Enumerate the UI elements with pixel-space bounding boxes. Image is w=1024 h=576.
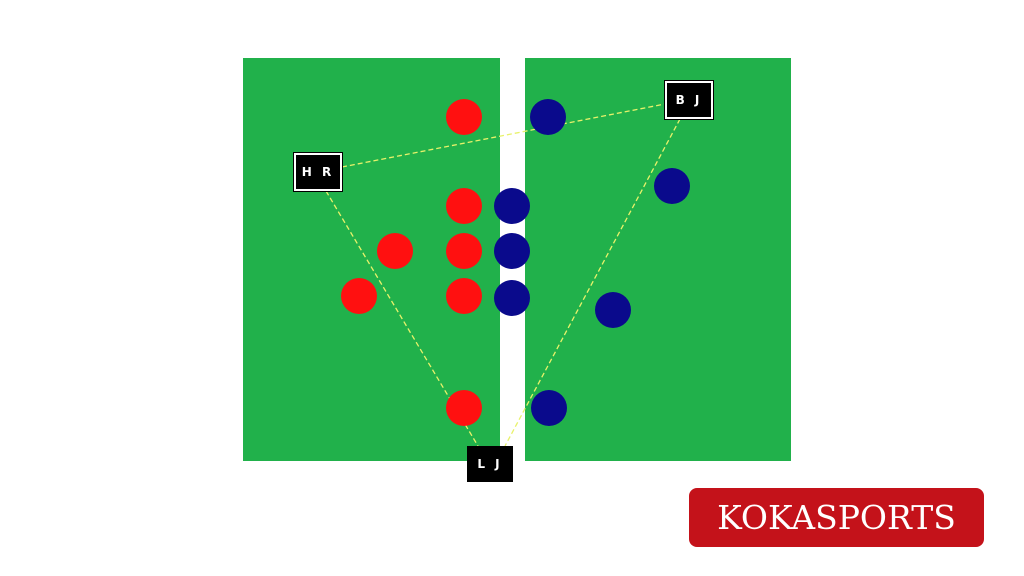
official-bj-label: B J [675,93,703,107]
blue-player [595,292,631,328]
blue-player [494,280,530,316]
official-lj-marker: L J [467,446,513,482]
official-hr-marker: H R [293,152,343,192]
kokasports-logo: KOKASPORTS [689,488,984,547]
sight-line-hr-bj [341,103,666,168]
sight-line-hr-lj [325,190,479,447]
red-player [446,99,482,135]
blue-player [530,99,566,135]
official-lj-label: L J [477,457,503,471]
official-bj-marker: B J [664,80,714,120]
sight-line-bj-lj [504,118,681,447]
red-player [377,233,413,269]
blue-player [531,390,567,426]
blue-player [494,233,530,269]
red-player [446,188,482,224]
blue-player [494,188,530,224]
red-player [446,390,482,426]
red-player [446,278,482,314]
official-hr-label: H R [301,165,335,179]
blue-player [654,168,690,204]
field-right-half [525,58,791,461]
logo-text: KOKASPORTS [717,498,956,537]
red-player [446,233,482,269]
red-player [341,278,377,314]
